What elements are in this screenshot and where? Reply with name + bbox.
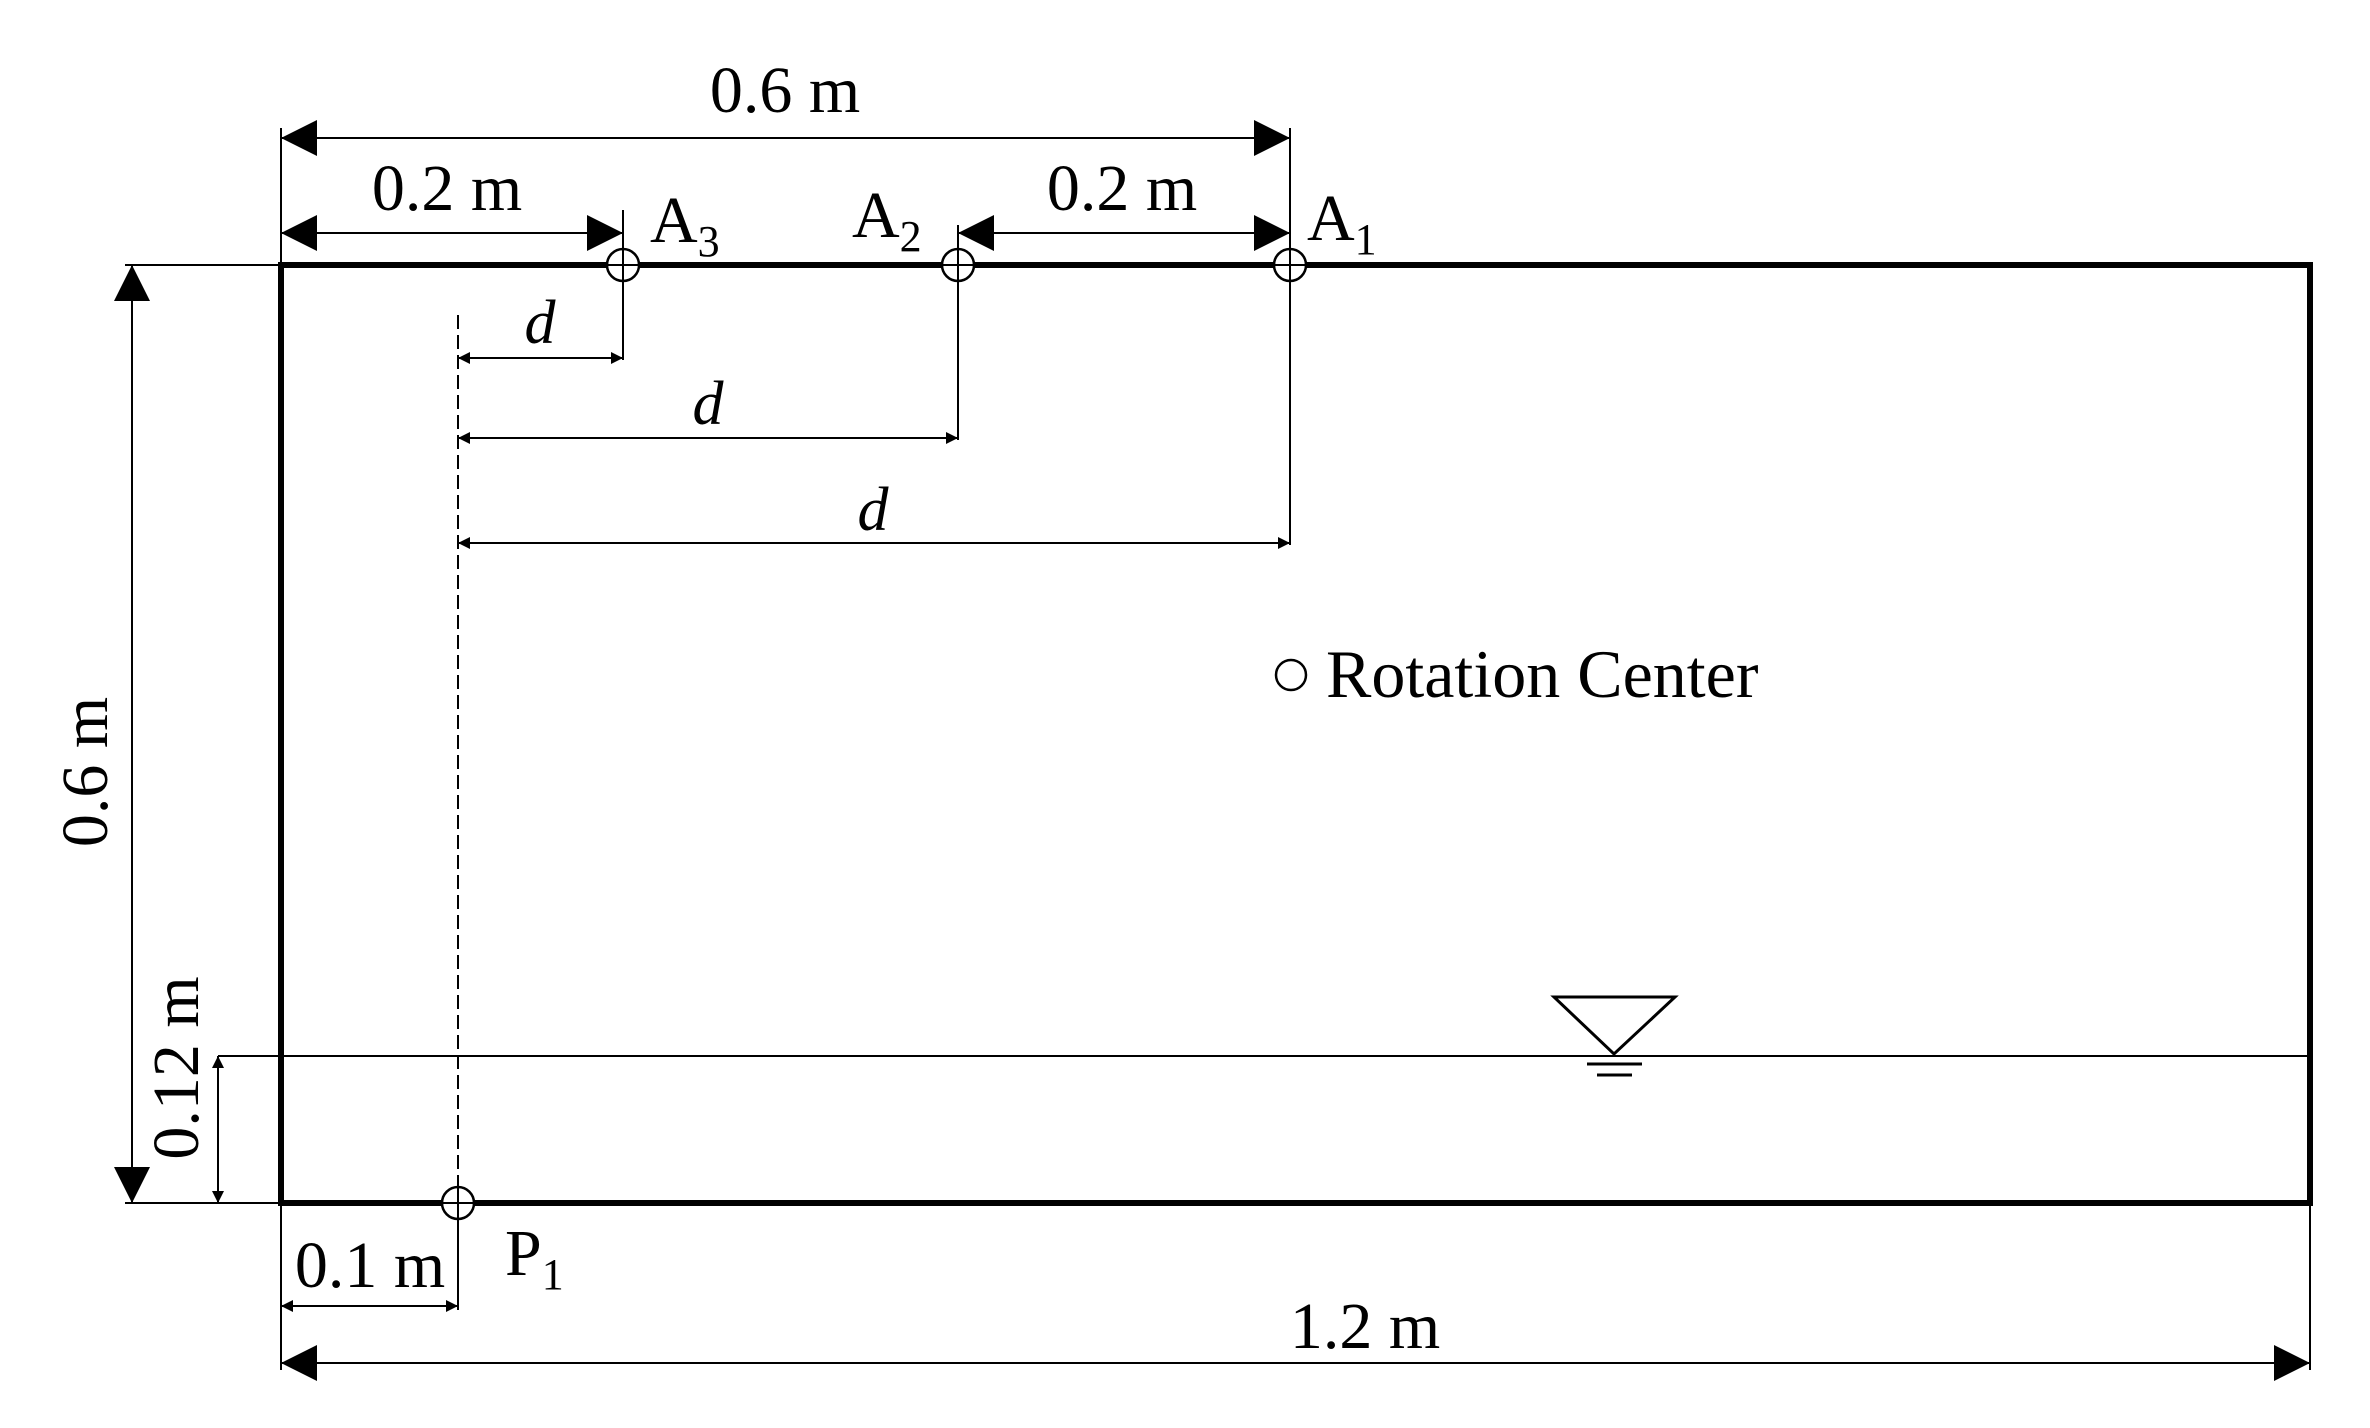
label-point-a3: A3	[650, 184, 720, 266]
label-d3: d	[858, 476, 890, 544]
point-a2-marker	[940, 247, 976, 283]
dimension-lines	[114, 120, 2310, 1381]
label-point-p1: P1	[505, 1217, 564, 1299]
label-top-0.6: 0.6 m	[710, 54, 860, 127]
extension-lines	[125, 128, 2311, 1370]
label-bottom-0.1: 0.1 m	[295, 1229, 445, 1302]
label-d1: d	[525, 289, 557, 357]
label-water-0.12: 0.12 m	[140, 976, 213, 1159]
label-left-0.6: 0.6 m	[49, 697, 122, 847]
label-d2: d	[693, 370, 725, 438]
point-a3-marker	[605, 247, 641, 283]
label-point-a2: A2	[852, 179, 922, 261]
point-a1-marker	[1272, 247, 1308, 283]
label-top-left-0.2: 0.2 m	[372, 152, 522, 225]
tank-outline	[278, 262, 2313, 1206]
label-rotation-center: Rotation Center	[1326, 636, 1759, 712]
water-level-icon	[1550, 995, 1679, 1077]
label-top-right-0.2: 0.2 m	[1047, 152, 1197, 225]
label-bottom-1.2: 1.2 m	[1290, 1290, 1440, 1363]
point-p1-marker	[440, 1185, 476, 1221]
label-point-a1: A1	[1307, 182, 1377, 264]
rotation-center-marker	[1274, 658, 1308, 692]
